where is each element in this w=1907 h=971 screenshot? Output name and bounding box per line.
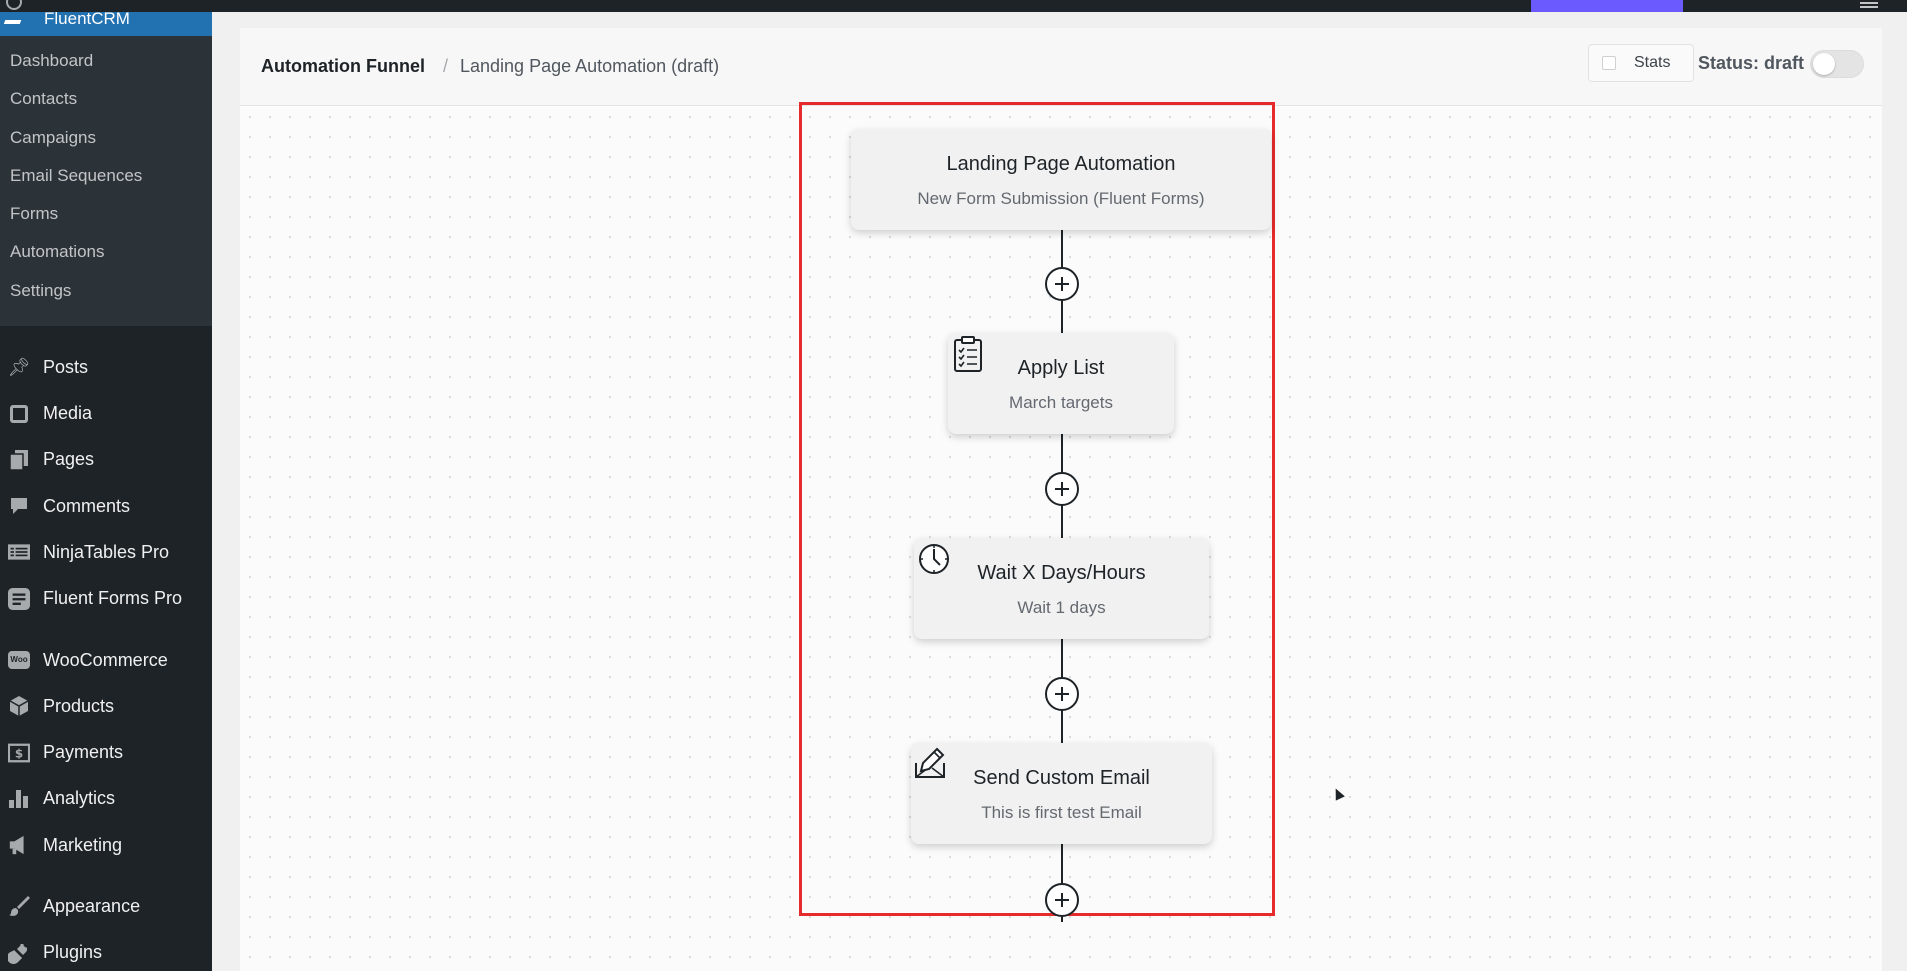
fluentcrm-icon <box>3 12 25 24</box>
sidebar-item-label: Plugins <box>43 942 103 963</box>
sidebar-item-plugins[interactable]: Plugins <box>0 930 212 971</box>
box-icon <box>8 695 30 717</box>
connector-line <box>1061 230 1063 279</box>
submenu-dashboard[interactable]: Dashboard <box>10 51 94 70</box>
forms-icon <box>8 587 30 610</box>
clipboard-list-icon <box>950 335 986 373</box>
step-title: Send Custom Email <box>973 767 1150 789</box>
submenu-settings[interactable]: Settings <box>10 280 72 300</box>
email-edit-icon <box>913 745 949 783</box>
step-title: Apply List <box>1017 357 1105 379</box>
sidebar-item-fluentcrm[interactable]: FluentCRM <box>0 9 212 36</box>
sidebar-item-label: Pages <box>43 449 95 470</box>
step-subtitle: Wait 1 days <box>1017 598 1106 617</box>
submenu-contacts[interactable]: Contacts <box>10 89 78 109</box>
sidebar-item-analytics[interactable]: Analytics <box>0 776 212 822</box>
connector-line <box>1061 638 1063 693</box>
step-subtitle: March targets <box>1009 393 1113 412</box>
stats-checkbox[interactable] <box>1602 56 1616 70</box>
sidebar-item-label: Appearance <box>43 895 141 916</box>
breadcrumb-root-link[interactable]: Automation Funnel <box>261 56 425 76</box>
submenu-automations[interactable]: Automations <box>10 242 105 262</box>
media-icon <box>8 403 30 425</box>
sidebar-item-fluent-forms-pro[interactable]: Fluent Forms Pro <box>0 576 212 622</box>
editor-header: Automation Funnel / Landing Page Automat… <box>240 28 1882 106</box>
admin-menu: 📌︎ Posts Media Pages Comments NinjaTable… <box>0 326 212 971</box>
sidebar-item-media[interactable]: Media <box>0 390 212 436</box>
add-step-button[interactable] <box>1045 267 1079 301</box>
admin-bar <box>0 0 1907 12</box>
connector-line <box>1061 433 1063 488</box>
fluentcrm-submenu: Dashboard Contacts Campaigns Email Seque… <box>0 36 212 327</box>
breadcrumb-separator: / <box>442 56 448 76</box>
dollar-icon: $ <box>8 742 30 764</box>
submenu-email-sequences[interactable]: Email Sequences <box>10 165 143 185</box>
connector-line <box>1061 504 1063 544</box>
megaphone-icon <box>8 834 30 856</box>
sidebar-item-ninjatables[interactable]: NinjaTables Pro <box>0 529 212 575</box>
status-toggle[interactable] <box>1810 50 1864 78</box>
step-subtitle: This is first test Email <box>981 803 1142 822</box>
brush-icon <box>8 895 30 917</box>
comments-icon <box>8 495 30 517</box>
pin-icon: 📌︎ <box>7 356 31 377</box>
woo-icon: Woo <box>8 649 30 671</box>
breadcrumb: Automation Funnel / Landing Page Automat… <box>261 56 719 77</box>
connector-line <box>1061 914 1063 922</box>
menu-icon[interactable] <box>1860 2 1878 4</box>
sidebar-item-label: Posts <box>43 356 89 377</box>
add-step-button[interactable] <box>1045 883 1079 917</box>
submenu-forms[interactable]: Forms <box>10 204 59 224</box>
step-card-send-email[interactable]: Send Custom Email This is first test Ema… <box>911 743 1212 844</box>
sidebar-item-payments[interactable]: $ Payments <box>0 729 212 775</box>
step-card-wait[interactable]: Wait X Days/Hours Wait 1 days <box>914 538 1209 639</box>
sidebar-item-products[interactable]: Products <box>0 683 212 729</box>
sidebar-item-label: NinjaTables Pro <box>43 541 170 562</box>
admin-sidebar: FluentCRM Dashboard Contacts Campaigns E… <box>0 9 212 971</box>
submenu-campaigns[interactable]: Campaigns <box>10 127 96 147</box>
sidebar-item-comments[interactable]: Comments <box>0 483 212 529</box>
sidebar-item-marketing[interactable]: Marketing <box>0 822 212 868</box>
sidebar-item-label: Comments <box>43 495 131 516</box>
sidebar-item-label: WooCommerce <box>43 649 168 670</box>
sidebar-item-label: FluentCRM <box>44 9 130 28</box>
plug-icon <box>8 942 30 964</box>
sidebar-item-label: Products <box>43 695 115 716</box>
funnel-highlight-box <box>799 102 1275 916</box>
bar-chart-icon <box>8 788 30 810</box>
connector-line <box>1061 299 1063 339</box>
trigger-card[interactable]: Landing Page Automation New Form Submiss… <box>851 129 1271 230</box>
step-title: Wait X Days/Hours <box>977 562 1146 584</box>
sidebar-item-woocommerce[interactable]: Woo WooCommerce <box>0 637 212 683</box>
breadcrumb-current: Landing Page Automation (draft) <box>460 56 720 76</box>
svg-text:$: $ <box>15 746 23 760</box>
connector-line <box>1061 709 1063 749</box>
stats-toggle-button[interactable]: Stats <box>1588 44 1694 82</box>
sidebar-item-label: Analytics <box>43 788 116 809</box>
connector-line <box>1061 843 1063 898</box>
clock-icon <box>916 540 952 578</box>
add-step-button[interactable] <box>1045 472 1079 506</box>
sidebar-item-pages[interactable]: Pages <box>0 437 212 483</box>
admin-bar-accent-button[interactable] <box>1531 0 1683 12</box>
sidebar-item-label: Media <box>43 403 93 424</box>
sidebar-item-label: Payments <box>43 742 124 763</box>
wordpress-logo-icon[interactable] <box>6 0 22 10</box>
sidebar-item-label: Marketing <box>43 834 123 855</box>
table-icon <box>8 541 30 563</box>
status-label: Status: draft <box>1698 53 1805 73</box>
trigger-subtitle: New Form Submission (Fluent Forms) <box>917 189 1205 208</box>
sidebar-item-posts[interactable]: 📌︎ Posts <box>0 344 212 390</box>
step-card-apply-list[interactable]: Apply List March targets <box>948 333 1174 434</box>
stats-label: Stats <box>1634 54 1671 71</box>
pages-icon <box>8 449 30 471</box>
add-step-button[interactable] <box>1045 677 1079 711</box>
sidebar-item-label: Fluent Forms Pro <box>43 588 183 609</box>
toggle-knob <box>1813 53 1835 75</box>
trigger-title: Landing Page Automation <box>946 153 1176 175</box>
sidebar-item-appearance[interactable]: Appearance <box>0 883 212 929</box>
